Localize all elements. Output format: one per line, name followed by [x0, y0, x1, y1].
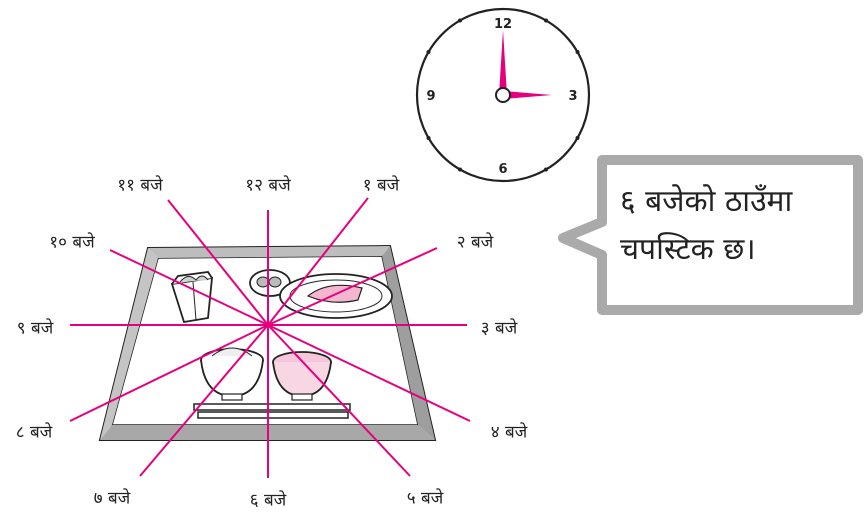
label-11-oclock: ११ बजे	[117, 173, 162, 196]
clock-number-6: 6	[498, 162, 507, 177]
label-5-oclock: ५ बजे	[407, 486, 444, 509]
clock-number-9: 9	[426, 89, 435, 104]
label-12-oclock: १२ बजे	[245, 173, 290, 196]
label-10-oclock: १० बजे	[49, 230, 94, 253]
label-1-oclock: १ बजे	[363, 173, 400, 196]
callout-line-2: चपस्टिक छ।	[620, 226, 850, 274]
label-4-oclock: ४ बजे	[491, 420, 528, 443]
clock-number-12: 12	[494, 17, 512, 32]
label-8-oclock: ८ बजे	[16, 420, 53, 443]
clock-number-3: 3	[568, 89, 577, 104]
callout-line-1: ६ बजेको ठाउँमा	[620, 178, 850, 226]
clock: 12 3 6 9	[417, 9, 589, 181]
label-9-oclock: ९ बजे	[17, 316, 54, 339]
callout-text: ६ बजेको ठाउँमा चपस्टिक छ।	[620, 178, 850, 274]
label-3-oclock: ३ बजे	[481, 316, 518, 339]
label-2-oclock: २ बजे	[457, 230, 494, 253]
label-7-oclock: ७ बजे	[94, 486, 131, 509]
label-6-oclock: ६ बजे	[250, 488, 287, 511]
